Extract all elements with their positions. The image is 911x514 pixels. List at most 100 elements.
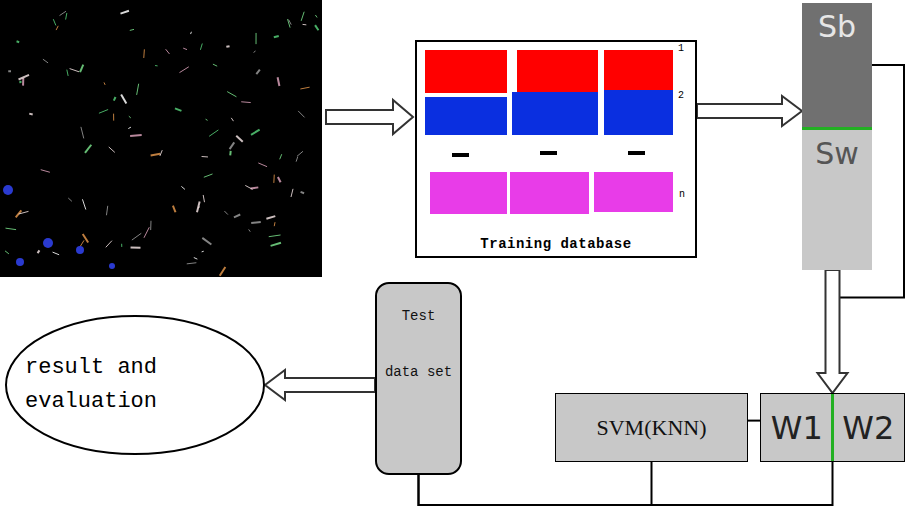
speck (120, 11, 128, 14)
speck (301, 12, 304, 21)
class-sample (510, 172, 589, 214)
speck (53, 19, 56, 25)
speck (85, 145, 91, 153)
speck (229, 151, 231, 155)
speck (129, 116, 131, 118)
node-text: Test data set (383, 288, 454, 400)
speck (303, 24, 307, 25)
micrograph (0, 0, 322, 277)
speck (241, 101, 250, 103)
speck (29, 113, 32, 116)
node-text: Training database (480, 236, 631, 252)
block-arrow (818, 270, 848, 393)
speck (137, 84, 139, 95)
speck (297, 151, 303, 156)
node-text: SVM(KNN) (597, 415, 707, 441)
result-ellipse: result and evaluation (5, 315, 265, 455)
speck (291, 189, 293, 197)
speck (8, 70, 11, 72)
ellipsis-dash (628, 151, 645, 155)
speck (315, 25, 318, 30)
speck (150, 221, 151, 230)
block-arrow (697, 96, 802, 126)
speck (236, 136, 243, 142)
nucleus (109, 263, 115, 269)
weight-box: W1W2 (760, 393, 905, 462)
speck (187, 263, 197, 264)
speck (17, 40, 20, 43)
speck (80, 65, 83, 73)
speck (121, 95, 126, 104)
speck (144, 227, 149, 238)
speck (245, 185, 252, 189)
speck (166, 49, 170, 54)
callout-number: 2 (678, 91, 684, 101)
speck (203, 195, 204, 202)
speck (266, 216, 275, 219)
speck (5, 228, 16, 229)
speck (70, 69, 79, 72)
speck (204, 174, 213, 177)
micrograph-specks (3, 11, 318, 276)
speck (256, 70, 259, 75)
ellipsis-dash (452, 153, 469, 157)
database-box: Training database (415, 40, 697, 258)
class-sample (430, 172, 507, 214)
speck (106, 241, 112, 248)
speck (190, 32, 192, 34)
speck (254, 51, 256, 53)
speck (155, 65, 158, 66)
speck (99, 110, 108, 114)
speck (130, 134, 142, 137)
class-sample (425, 50, 507, 93)
speck (296, 157, 298, 162)
speck (128, 127, 131, 128)
class-sample (517, 50, 598, 93)
node-text: Sb (818, 9, 856, 44)
speck (19, 75, 29, 80)
node-text: Sw (815, 136, 859, 171)
speck (68, 198, 72, 201)
ellipse-outline (5, 315, 265, 455)
dataset-box: Test data set (375, 282, 462, 475)
callout-number: n (679, 190, 685, 200)
class-sample (512, 92, 598, 135)
connector-line (419, 462, 833, 505)
speck (41, 170, 50, 173)
class-sample (594, 172, 673, 212)
speck (224, 211, 227, 215)
speck (202, 238, 211, 245)
speck (143, 49, 145, 58)
speck (251, 130, 260, 135)
speck (22, 78, 24, 86)
speck (114, 97, 116, 101)
speck (274, 222, 276, 226)
speck (315, 15, 317, 17)
speck (220, 267, 226, 276)
speck (67, 70, 68, 76)
database-ground (415, 40, 697, 258)
speck (66, 13, 67, 20)
speck (121, 244, 122, 247)
speck (53, 252, 60, 255)
nucleus (43, 238, 53, 248)
speck (38, 250, 40, 253)
speck (213, 64, 217, 66)
speck (209, 130, 218, 136)
speck (151, 154, 161, 156)
speck (106, 206, 107, 215)
speck (5, 251, 9, 254)
speck (82, 199, 85, 209)
speck (160, 150, 162, 156)
speck (202, 156, 208, 157)
speck (288, 19, 291, 28)
speck (206, 119, 208, 120)
speck (56, 26, 58, 30)
speck (278, 177, 281, 182)
speck (43, 59, 48, 63)
speck (280, 154, 282, 159)
speck (258, 163, 267, 167)
nucleus (16, 258, 24, 266)
speck (19, 81, 21, 82)
speck (271, 243, 281, 246)
